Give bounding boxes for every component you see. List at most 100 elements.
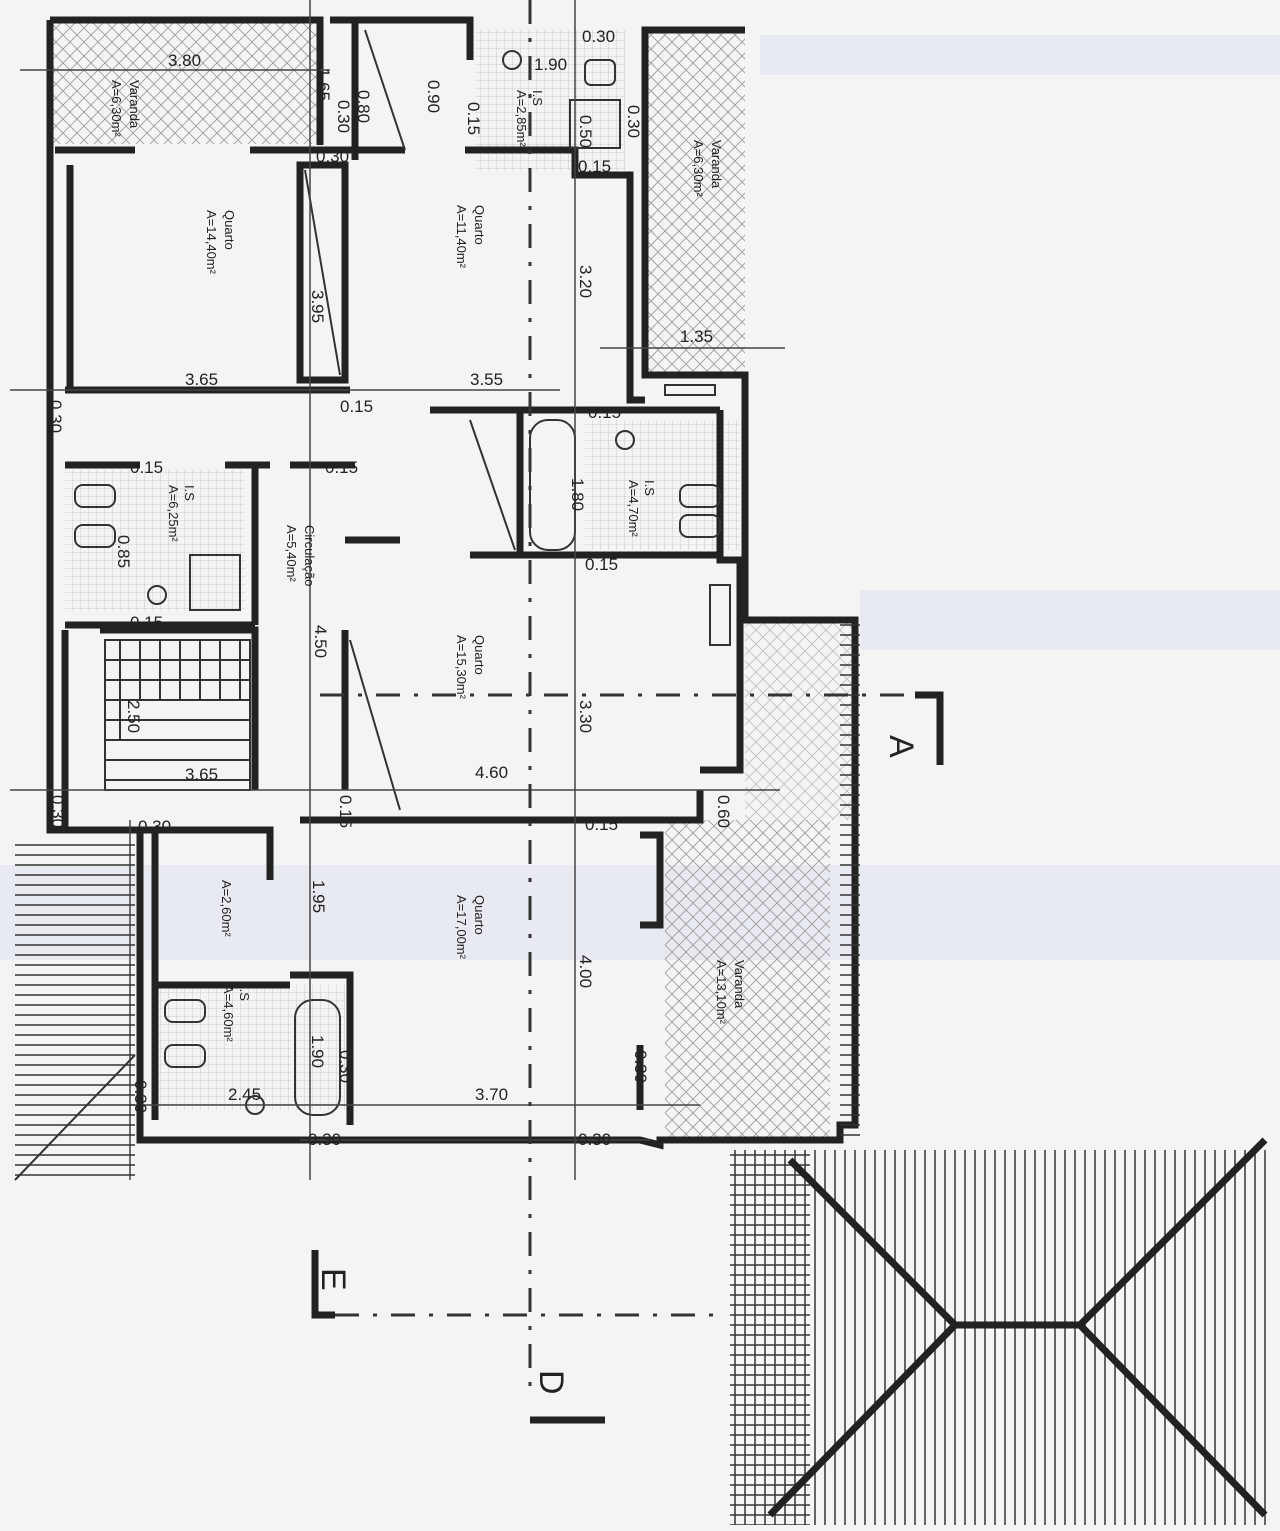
scan-band: [860, 590, 1280, 650]
closet-diagonal: [469, 419, 516, 551]
dim-label: 0.15: [464, 102, 483, 135]
dim-label: 0.15: [130, 458, 163, 477]
dim-label: 0.15: [585, 555, 618, 574]
toilet-icon: [584, 59, 616, 86]
dim-label: 0.15: [340, 397, 373, 416]
wardrobe-icon: [664, 384, 716, 396]
room-name-varanda-1: Varanda: [127, 80, 142, 129]
room-area-quarto-1: A=14,40m²: [204, 210, 219, 275]
bath-tiles-1: [65, 470, 245, 610]
section-label-d: D: [532, 1370, 570, 1395]
room-area-circulacao: A=5,40m²: [284, 525, 299, 582]
dim-label: 0.15: [130, 613, 163, 632]
wall-closet-3: [341, 536, 400, 790]
bathtub-2: [294, 999, 341, 1116]
dim-label: 0.30: [48, 795, 67, 828]
closet-diagonal: [349, 639, 401, 811]
shower-tray-2: [189, 554, 241, 611]
dim-label: 0.30: [138, 817, 171, 836]
room-area-quarto-3: A=15,30m²: [454, 635, 469, 700]
section-label-e: E: [314, 1268, 352, 1291]
dim-label: 3.65: [185, 370, 218, 389]
dim-label: 0.30: [578, 1130, 611, 1149]
wall-corridor: [151, 830, 290, 1120]
dim-label: 0.50: [576, 115, 595, 148]
room-name-quarto-1: Quarto: [222, 210, 237, 250]
dim-label: 0.90: [424, 80, 443, 113]
dim-label: 1.80: [568, 478, 587, 511]
wall-quarto-2-right: [626, 185, 645, 404]
wall-bath-3: [470, 410, 720, 559]
dim-label: 3.30: [576, 700, 595, 733]
sink-icon: [615, 430, 635, 450]
room-name-varanda-2: Varanda: [709, 140, 724, 189]
toilet-icon: [74, 484, 116, 508]
dim-label: 1.95: [309, 880, 328, 913]
dim-label: 3.65: [185, 765, 218, 784]
dim-label: 2.50: [124, 700, 143, 733]
room-name-quarto-3: Quarto: [472, 635, 487, 675]
room-area-quarto-4: A=17,00m²: [454, 895, 469, 960]
dim-label: 0.15: [325, 458, 358, 477]
dim-label: 1.65: [314, 68, 333, 101]
wall-pillar: [640, 831, 664, 929]
dim-label: 1.90: [308, 1035, 327, 1068]
dim-label: 0.15: [588, 403, 621, 422]
wall-bath-1: [65, 465, 259, 629]
room-area-corredor: A=2,60m²: [219, 880, 234, 937]
room-area-varanda-2: A=6,30m²: [691, 140, 706, 197]
section-label-a: A: [882, 735, 920, 758]
scan-band: [0, 865, 1280, 960]
bidet-icon: [74, 524, 116, 548]
room-name-wc-4: I.S: [237, 985, 252, 1001]
sink-icon: [147, 585, 167, 605]
section-marker-a: [915, 691, 944, 765]
dim-label: 3.20: [576, 265, 595, 298]
scan-band: [760, 35, 1280, 75]
dim-label: 0.30: [131, 1080, 150, 1113]
dim-label: 0.60: [714, 795, 733, 828]
bidet-icon: [679, 514, 721, 538]
toilet-icon: [164, 999, 206, 1023]
roof-right-edge: [840, 620, 860, 1140]
dim-label: 1.90: [534, 55, 567, 74]
room-area-wc-4: A=4,60m²: [221, 985, 236, 1042]
door-diagonal: [364, 29, 406, 151]
wall-quarto-4-top: [50, 790, 704, 880]
dim-label: 4.50: [311, 625, 330, 658]
dim-label: 0.85: [114, 535, 133, 568]
dim-label: 0.15: [336, 795, 355, 828]
dim-label: 0.30: [308, 1130, 341, 1149]
dim-label: 4.60: [475, 763, 508, 782]
balcony-hatch-top-left: [50, 22, 320, 144]
room-name-wc-2: I.S: [530, 90, 545, 106]
wall-stair: [61, 626, 259, 830]
room-name-wc-3: I.S: [642, 480, 657, 496]
wall-top-middle: [330, 16, 474, 160]
room-name-varanda-3: Varanda: [732, 960, 747, 1009]
closet-diagonal: [304, 169, 341, 376]
dim-label: 0.30: [631, 1050, 650, 1083]
dim-label: 0.30: [582, 27, 615, 46]
section-marker-e: [311, 1250, 335, 1319]
roof-left: [14, 840, 136, 1181]
sink-icon: [502, 50, 522, 70]
closet-1: [296, 161, 349, 384]
dim-label: 0.30: [316, 147, 349, 166]
room-name-circulacao: Circulação: [302, 525, 317, 586]
room-name-wc-1: I.S: [182, 485, 197, 501]
dim-label: 0.15: [578, 157, 611, 176]
dim-label: 0.30: [624, 105, 643, 138]
shower-tray-1: [569, 99, 621, 149]
bath-tiles-4: [155, 985, 345, 1110]
wall-bath-3-right: [700, 410, 744, 774]
wardrobe-icon: [709, 584, 731, 646]
dim-label: 3.80: [168, 51, 201, 70]
room-name-quarto-2: Quarto: [472, 205, 487, 245]
dim-label: 0.80: [354, 90, 373, 123]
balcony-hatch-top-right: [645, 30, 745, 375]
room-area-quarto-2: A=11,40m²: [454, 205, 469, 269]
balcony-hatch-lower-right: [665, 820, 830, 1140]
roof-lower-right: [730, 1137, 1270, 1525]
